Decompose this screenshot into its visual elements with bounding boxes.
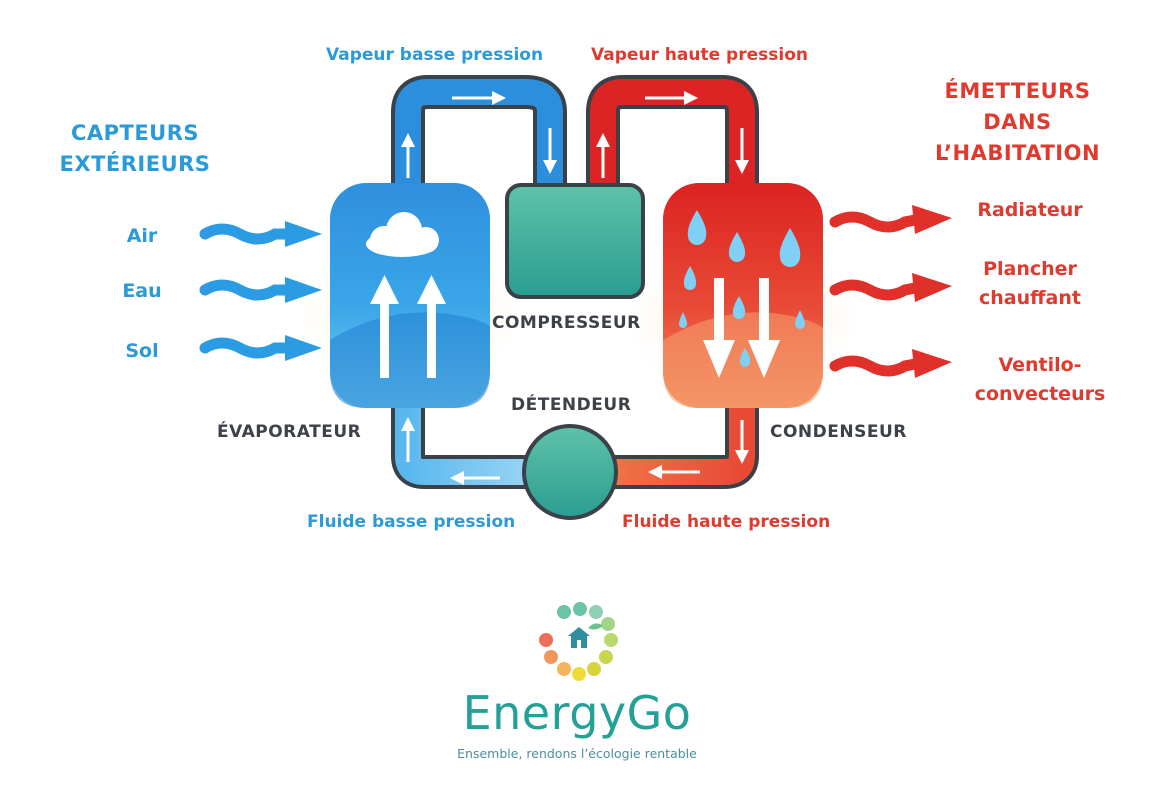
arrow-down-icon [748,278,780,378]
right-title-line: L’HABITATION [934,141,1101,165]
component-label-compressor: COMPRESSEUR [492,313,641,333]
wave-arrow-icon [199,277,322,303]
arrow-down-icon [703,278,735,378]
arrow-up-icon [401,417,415,462]
compressor [505,183,645,299]
wave-arrow-icon [199,335,322,361]
pipe-arrows [401,91,749,485]
wave-arrow-icon [829,273,952,302]
source-ground: Sol [125,340,159,362]
arrow-up-icon [370,275,399,378]
wave-arrow-icon [829,349,952,378]
pipe-low-fluid [391,405,540,489]
water-drop-icon [679,210,805,367]
left-title-line: EXTÉRIEURS [59,152,211,176]
emitter-floor-heating-line: chauffant [979,287,1081,309]
wave-arrow-icon [829,205,952,234]
flow-label-high-vapor: Vapeur haute pression [591,45,808,65]
brand-logo-icon [539,602,618,681]
arrow-up-icon [401,133,415,178]
cloud-icon [366,212,439,257]
arrow-left-icon [450,471,500,485]
emitter-fan-coil: Ventilo- convecteurs [965,351,1115,409]
flow-label-high-fluid: Fluide haute pression [622,512,831,532]
emitter-radiator: Radiateur [955,196,1105,225]
expansion-valve [522,424,618,520]
flow-label-low-vapor: Vapeur basse pression [326,45,544,65]
arrow-right-icon [645,91,698,105]
flow-label-low-fluid: Fluide basse pression [307,512,516,532]
source-wave-arrows [199,221,322,361]
right-title-line: DANS [983,110,1052,134]
wave-arrow-icon [199,221,322,247]
emitter-fan-coil-line: convecteurs [974,383,1106,405]
evaporator [330,183,490,408]
emitter-wave-arrows [829,205,952,378]
pipe-low-vapor [391,75,567,185]
arrow-down-icon [735,420,749,464]
source-water: Eau [122,280,162,302]
source-air: Air [126,225,158,247]
arrow-left-icon [648,465,700,479]
right-title: ÉMETTEURS DANS L’HABITATION [920,76,1115,169]
emitter-floor-heating-line: Plancher [983,258,1077,280]
arrow-right-icon [452,91,506,105]
left-title-line: CAPTEURS [70,121,200,145]
right-title-line: ÉMETTEURS [944,79,1091,103]
brand-tagline: Ensemble, rendons l’écologie rentable [457,746,697,761]
left-title: CAPTEURS EXTÉRIEURS [50,118,220,180]
component-label-evaporator: ÉVAPORATEUR [217,422,362,442]
component-label-expansion-valve: DÉTENDEUR [511,395,632,415]
condenser-down-arrows [703,278,780,378]
evaporator-up-arrows [370,275,446,378]
brand-name: EnergyGo [462,686,692,740]
arrow-up-icon [596,133,610,178]
arrow-down-icon [543,128,557,174]
emitter-radiator-line: Radiateur [977,199,1083,221]
emitter-fan-coil-line: Ventilo- [998,354,1082,376]
arrow-up-icon [417,275,446,378]
emitter-floor-heating: Plancher chauffant [955,255,1105,313]
condenser [663,183,823,408]
component-label-condenser: CONDENSEUR [770,422,907,442]
arrow-down-icon [735,128,749,174]
pipe-high-vapor [586,75,759,185]
pipe-high-fluid [600,405,759,489]
